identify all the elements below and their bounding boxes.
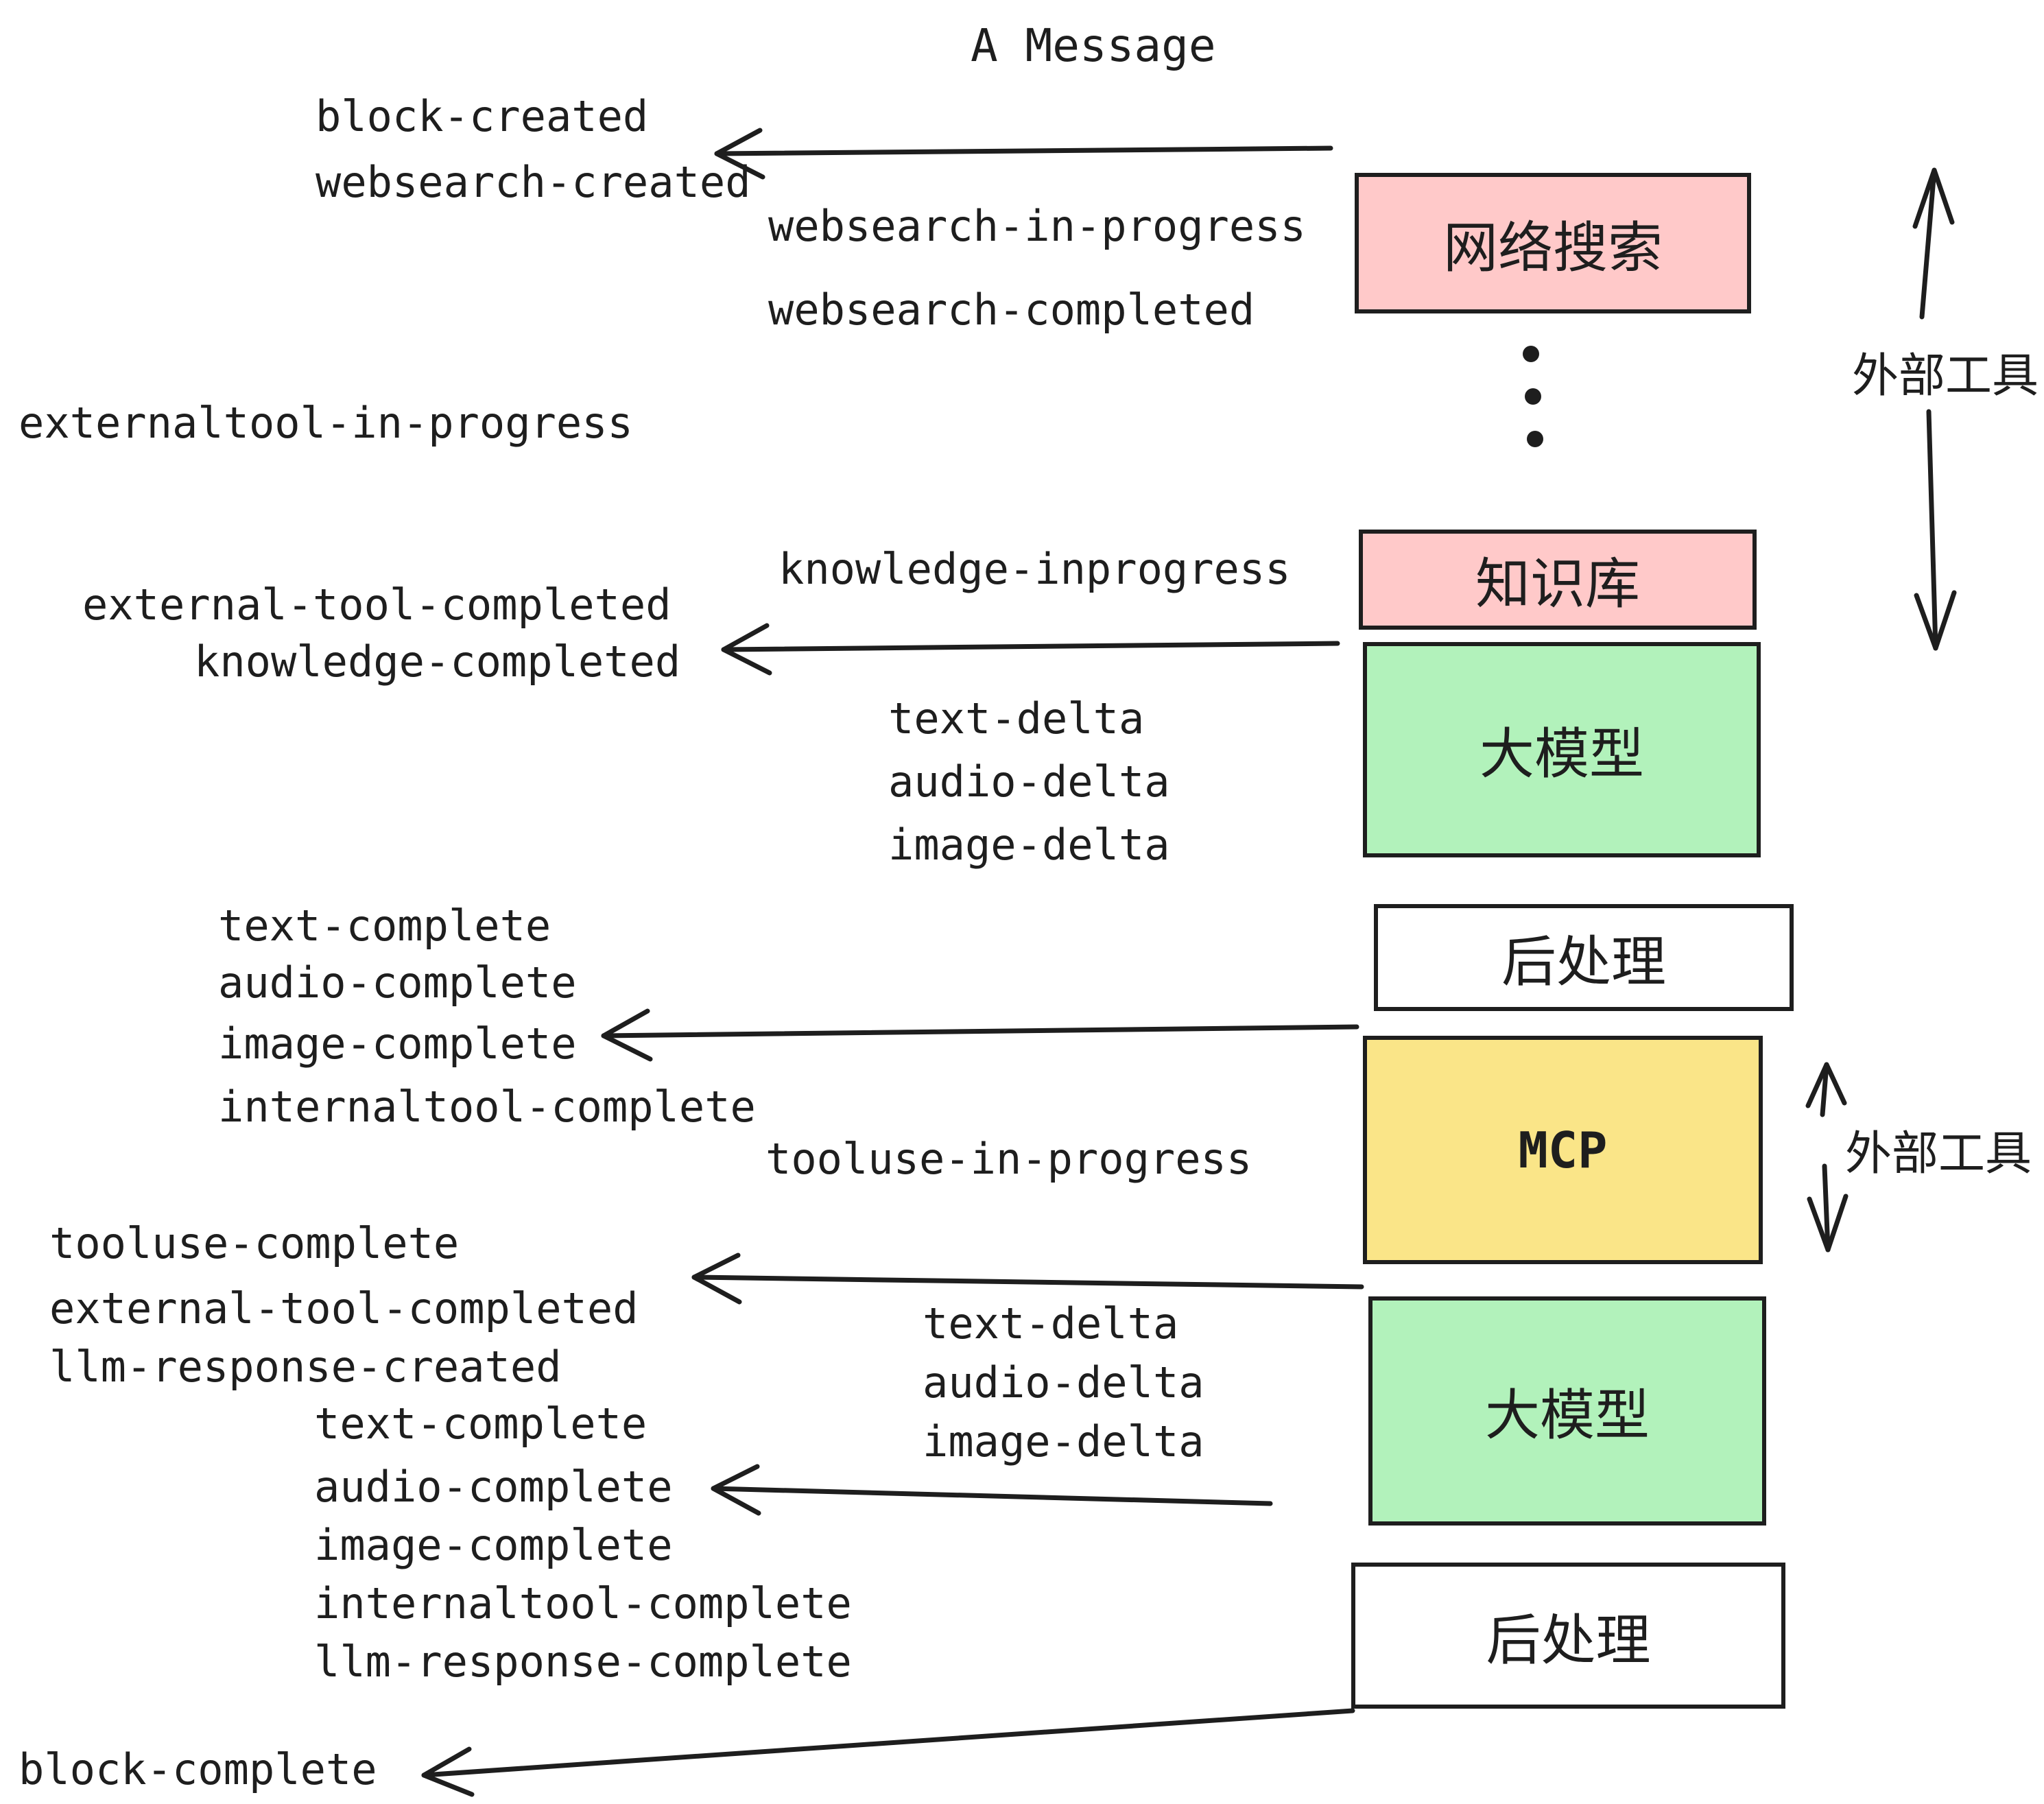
websearch-box-label: 网络搜索 [1443,215,1663,280]
event-websearch-completed: websearch-completed [768,285,1255,335]
external-tools-label-bottom: 外部工具 [1845,1127,2032,1181]
event-internaltool-complete2: internaltool-complete [314,1578,852,1628]
event-external-tool-completed2: external-tool-completed [49,1283,639,1333]
postprocess-box-bottom-label: 后处理 [1486,1608,1651,1672]
page-title: A Message [971,19,1216,72]
event-image-complete2: image-complete [314,1520,673,1570]
event-tooluse-complete: tooluse-complete [49,1218,460,1268]
arrow-internal-complete-icon [601,1008,1359,1062]
postprocess-box-bottom: 后处理 [1351,1563,1785,1709]
arrow-tooluse-complete-icon [691,1253,1364,1305]
knowledge-base-box: 知识库 [1359,530,1757,630]
event-audio-delta: audio-delta [888,757,1170,807]
llm-box-top: 大模型 [1363,642,1761,857]
external-tools-label-top: 外部工具 [1852,349,2039,403]
event-internaltool-complete: internaltool-complete [218,1082,756,1132]
arrow-knowledge-completed-icon [721,623,1340,676]
event-external-tool-completed: external-tool-completed [82,580,672,630]
event-text-delta: text-delta [888,693,1145,744]
ellipsis-icon [1523,346,1543,447]
postprocess-box-top: 后处理 [1374,904,1794,1011]
event-knowledge-completed: knowledge-completed [194,637,681,687]
event-websearch-created: websearch-created [316,157,751,207]
arrow-websearch-created-icon [714,128,1333,180]
event-knowledge-inprogress: knowledge-inprogress [779,544,1291,594]
event-tooluse-in-progress: tooluse-in-progress [765,1134,1252,1184]
llm-box-top-label: 大模型 [1479,722,1644,786]
event-image-delta: image-delta [888,820,1170,870]
external-tools-span-arrow-bottom-icon [1805,1062,1849,1253]
websearch-box: 网络搜索 [1355,173,1751,313]
mcp-box: MCP [1363,1036,1763,1264]
event-websearch-in-progress: websearch-in-progress [768,201,1306,251]
event-text-complete: text-complete [218,901,551,951]
arrow-audio-complete-icon [711,1464,1273,1516]
mcp-box-label: MCP [1518,1121,1608,1179]
llm-box-bottom-label: 大模型 [1485,1384,1650,1447]
arrow-block-complete-icon [421,1708,1355,1797]
event-llm-response-created: llm-response-created [49,1342,562,1392]
event-image-delta2: image-delta [923,1416,1204,1467]
knowledge-base-box-label: 知识库 [1475,552,1640,616]
llm-box-bottom: 大模型 [1368,1296,1766,1526]
event-audio-complete2: audio-complete [314,1462,673,1512]
event-externaltool-in-progress: externaltool-in-progress [19,398,633,448]
event-block-created: block-created [316,91,649,141]
event-text-delta2: text-delta [923,1298,1179,1349]
event-audio-complete: audio-complete [218,958,577,1008]
event-text-complete2: text-complete [314,1399,647,1449]
postprocess-box-top-label: 后处理 [1501,930,1666,994]
event-image-complete: image-complete [218,1019,577,1069]
event-audio-delta2: audio-delta [923,1357,1204,1408]
event-block-complete: block-complete [19,1744,377,1794]
event-llm-response-complete: llm-response-complete [314,1637,852,1687]
external-tools-span-arrow-top-icon [1912,167,1957,651]
